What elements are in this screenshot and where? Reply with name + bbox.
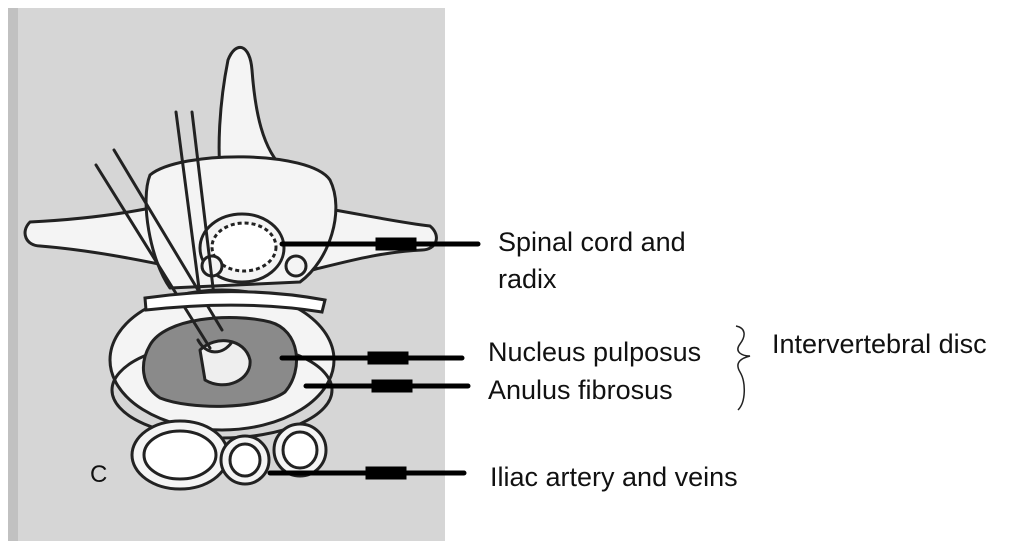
right-nerve-root [286, 256, 306, 276]
label-spinal-cord: Spinal cord and [498, 225, 686, 259]
label-iliac-vessels: Iliac artery and veins [490, 460, 738, 494]
panel-letter: C [90, 458, 107, 492]
label-intervertebral-disc: Intervertebral disc [772, 327, 987, 361]
pointer-spinal-cord-thick [378, 240, 414, 248]
left-iliac-artery-lumen [144, 431, 216, 479]
pointer-iliac-thick [368, 469, 404, 477]
label-anulus-fibrosus: Anulus fibrosus [488, 373, 673, 407]
label-nucleus-pulposus: Nucleus pulposus [488, 335, 701, 369]
disc-brace [736, 326, 750, 410]
page-shadow-edge [8, 8, 18, 541]
iliac-vein-1-lumen [230, 444, 260, 476]
iliac-vein-2-lumen [283, 432, 317, 468]
label-radix: radix [498, 262, 557, 296]
pointer-nucleus-thick [370, 354, 406, 362]
pointer-anulus-thick [374, 382, 410, 390]
